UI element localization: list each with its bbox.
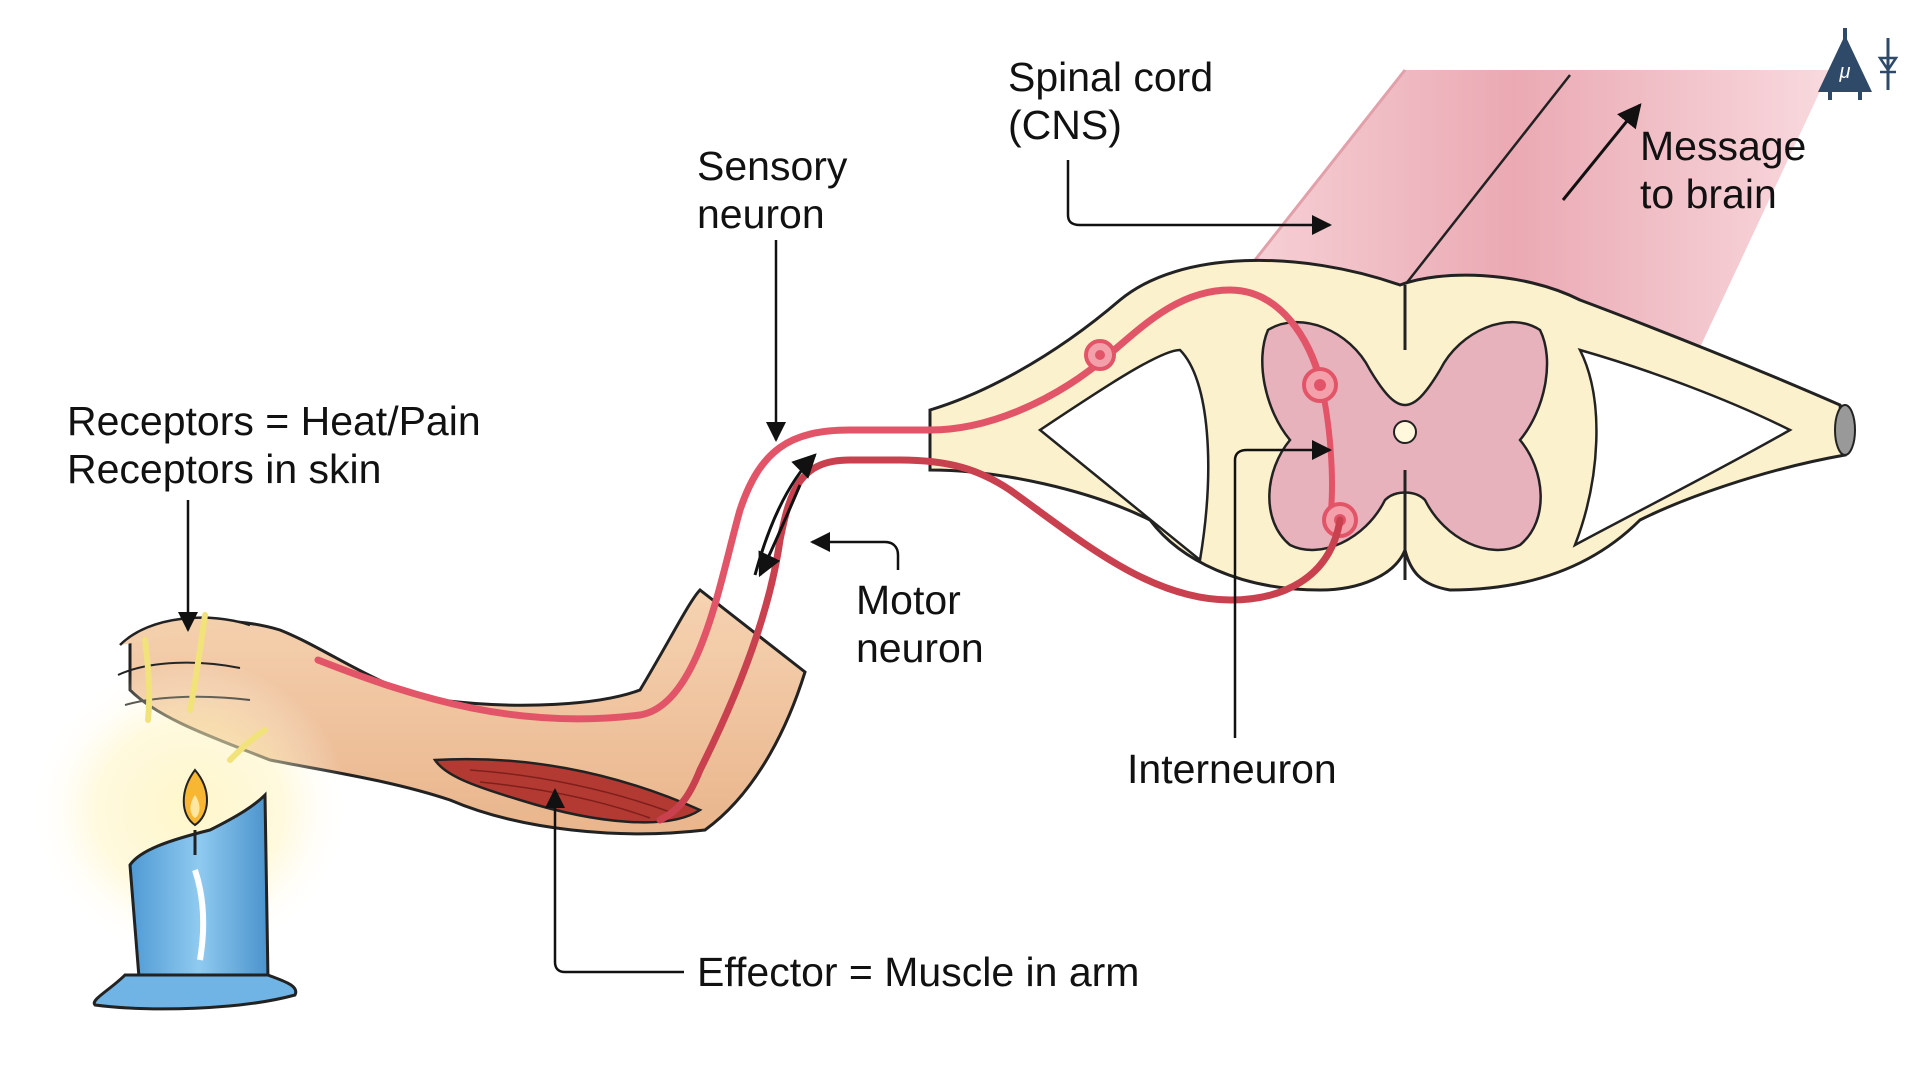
logo-letter: μ: [1839, 61, 1851, 83]
arm-muscle: [432, 757, 703, 824]
motor-neuron: [656, 456, 1358, 824]
logo-triangle-icon: [1818, 35, 1872, 92]
spinal-cord-tube: [1253, 69, 1830, 390]
label-motor-neuron: Motor neuron: [856, 577, 984, 671]
leader-lines: [178, 103, 1642, 974]
label-spinal-cord: Spinal cord (CNS): [1008, 54, 1214, 148]
label-interneuron: Interneuron: [1127, 746, 1337, 792]
leader-motor: [810, 532, 900, 570]
impulse-direction-arrows: [753, 453, 817, 578]
label-sensory-neuron: Sensory neuron: [697, 143, 848, 237]
leader-effector: [545, 788, 684, 974]
label-receptors: Receptors = Heat/Pain Receptors in skin: [67, 398, 481, 492]
label-effector: Effector = Muscle in arm: [697, 949, 1140, 995]
leader-interneuron: [1233, 440, 1332, 738]
label-message-to-brain: Message to brain: [1640, 123, 1807, 217]
logo: μ: [1818, 28, 1899, 100]
spinal-cord-cross-section: [928, 258, 1856, 592]
sensory-neuron: [314, 286, 1324, 723]
candle: [30, 612, 350, 1011]
leader-spinal-cord: [1066, 160, 1332, 235]
leader-message: [1561, 103, 1642, 201]
